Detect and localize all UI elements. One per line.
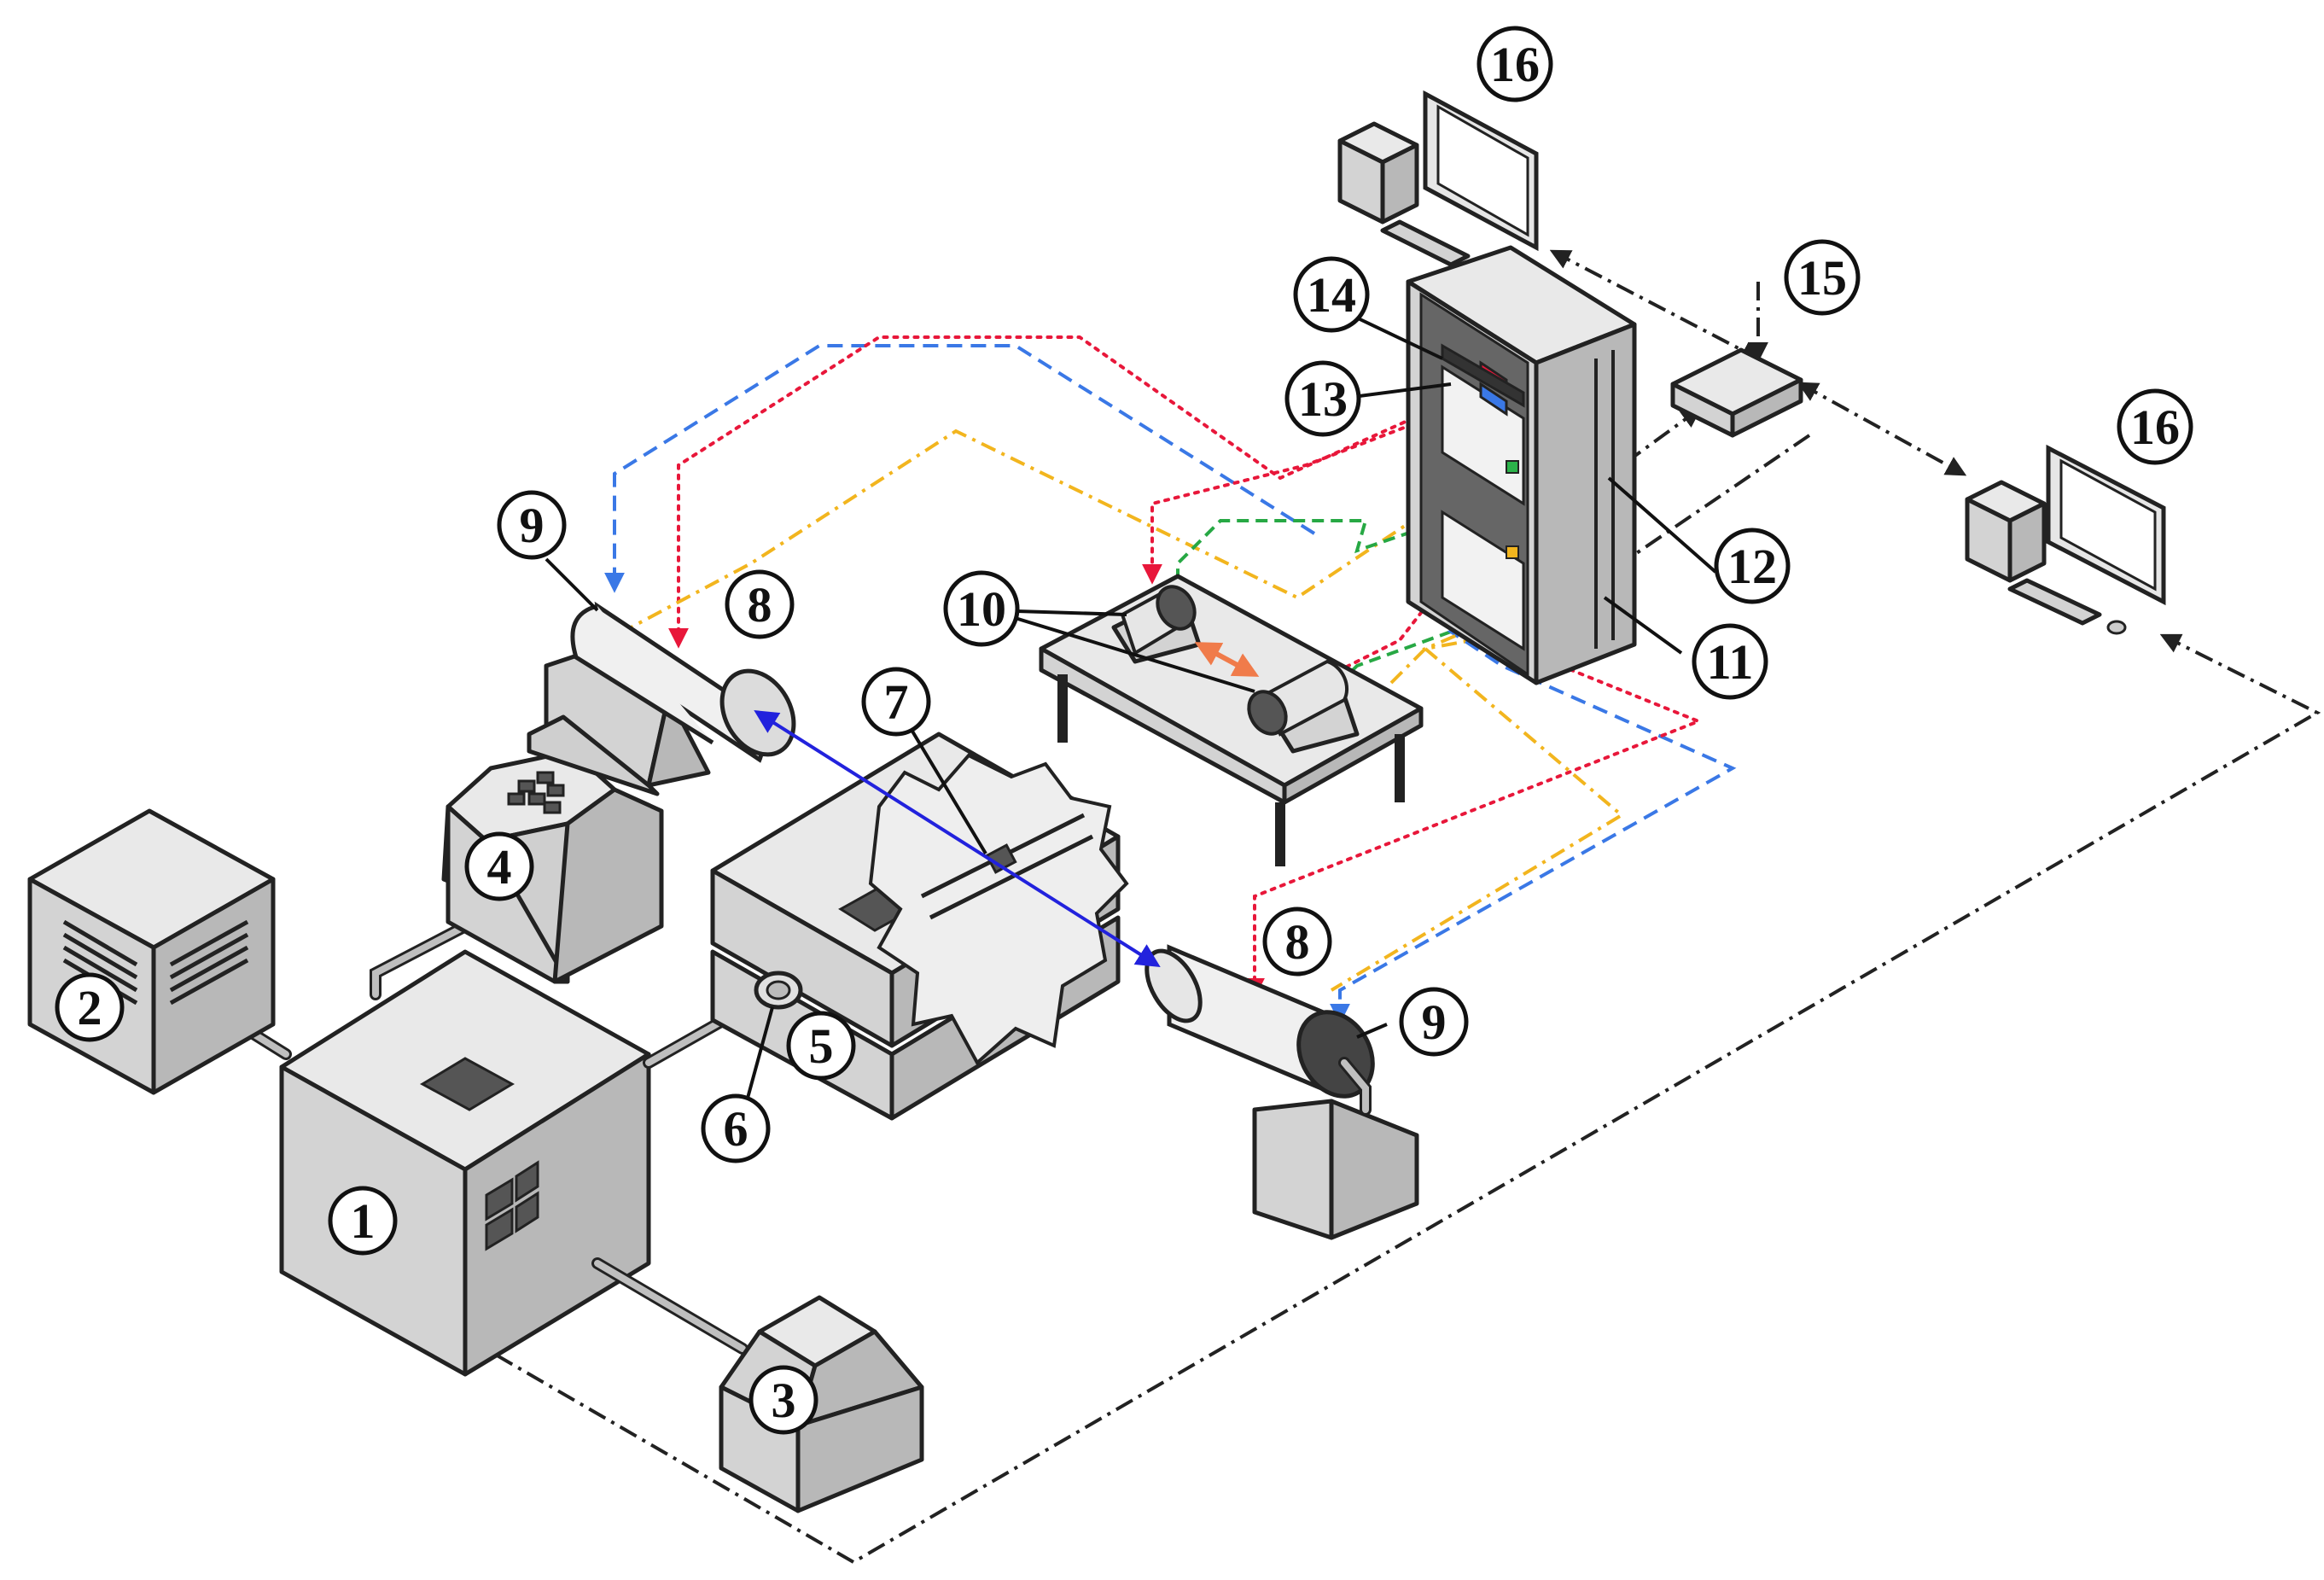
equipment-2-unit [27, 808, 276, 1095]
callout-1: 1 [328, 1186, 398, 1256]
callout-10: 10 [943, 570, 1020, 647]
blue-cable-upper [604, 344, 1316, 593]
callout-15: 15 [1784, 239, 1861, 316]
callout-8-lower: 8 [1262, 907, 1332, 977]
svg-text:10: 10 [957, 581, 1006, 637]
svg-text:11: 11 [1707, 634, 1754, 690]
equipment-10-test-bench [1039, 574, 1424, 866]
callout-4: 4 [464, 831, 534, 901]
svg-text:3: 3 [772, 1373, 796, 1428]
svg-text:13: 13 [1298, 371, 1348, 427]
callout-5: 5 [786, 1011, 856, 1081]
lower-laser-head [1145, 944, 1419, 1240]
motor-left [1111, 585, 1202, 664]
callout-16-top: 16 [1477, 26, 1553, 102]
equipment-13-module [1479, 382, 1508, 417]
svg-text:14: 14 [1307, 267, 1356, 323]
svg-text:15: 15 [1797, 250, 1847, 306]
yellow-cable-upper [622, 429, 1478, 633]
callout-7: 7 [861, 667, 931, 737]
callout-3: 3 [748, 1365, 818, 1435]
control-line-pc-top [1549, 249, 1762, 361]
equipment-4-keypad [507, 771, 565, 814]
equipment-5-chamber [710, 732, 1129, 1121]
callout-11: 11 [1692, 623, 1768, 700]
callout-2: 2 [55, 972, 125, 1042]
equipment-1-main-unit [279, 949, 651, 1377]
control-cabinet [1406, 245, 1637, 685]
equipment-16-computer-top [1337, 90, 1539, 267]
svg-text:12: 12 [1727, 539, 1777, 594]
svg-text:8: 8 [748, 577, 772, 633]
equipment-11-rack-module [1441, 510, 1525, 651]
svg-text:7: 7 [884, 674, 909, 730]
signal-cables [474, 249, 2321, 1565]
equipment-6-connector [754, 971, 803, 1010]
equipment-14-module [1441, 343, 1525, 408]
callout-14: 14 [1293, 256, 1370, 333]
svg-text:9: 9 [520, 498, 545, 553]
control-line-hub-cabinet-3 [1620, 434, 1811, 565]
callout-12: 12 [1714, 528, 1791, 604]
callout-13: 13 [1284, 360, 1361, 437]
coupling-arrow [1194, 642, 1260, 677]
motor-right [1247, 659, 1360, 754]
laser-beam [754, 710, 1161, 967]
svg-text:16: 16 [2130, 399, 2180, 455]
equipment-1-keypad [485, 1160, 539, 1251]
control-line-loop [474, 633, 2321, 1565]
green-cable [1168, 493, 1520, 619]
svg-text:2: 2 [78, 980, 102, 1035]
svg-text:4: 4 [487, 839, 512, 895]
svg-text:16: 16 [1490, 37, 1540, 92]
callout-8-upper: 8 [725, 569, 795, 639]
callout-9-lower: 9 [1399, 987, 1469, 1057]
control-line-hub-pc [1797, 382, 1967, 476]
svg-text:5: 5 [809, 1018, 834, 1074]
svg-text:9: 9 [1422, 994, 1447, 1050]
callout-6: 6 [701, 1093, 771, 1163]
callouts: 1 2 3 4 5 6 7 8 [55, 26, 2193, 1435]
equipment-1-display [419, 1057, 515, 1111]
callout-9-upper: 9 [497, 490, 567, 560]
equipment-15-hub [1670, 347, 1803, 438]
svg-text:1: 1 [351, 1193, 376, 1249]
equipment-16-computer-right [1965, 444, 2166, 635]
callout-16-right: 16 [2117, 388, 2193, 465]
svg-text:8: 8 [1285, 914, 1310, 970]
red-cable-motor [1142, 408, 1453, 585]
yellow-cable-lower [1330, 621, 1625, 992]
svg-text:6: 6 [724, 1101, 748, 1157]
equipment-pipes [212, 916, 783, 1355]
